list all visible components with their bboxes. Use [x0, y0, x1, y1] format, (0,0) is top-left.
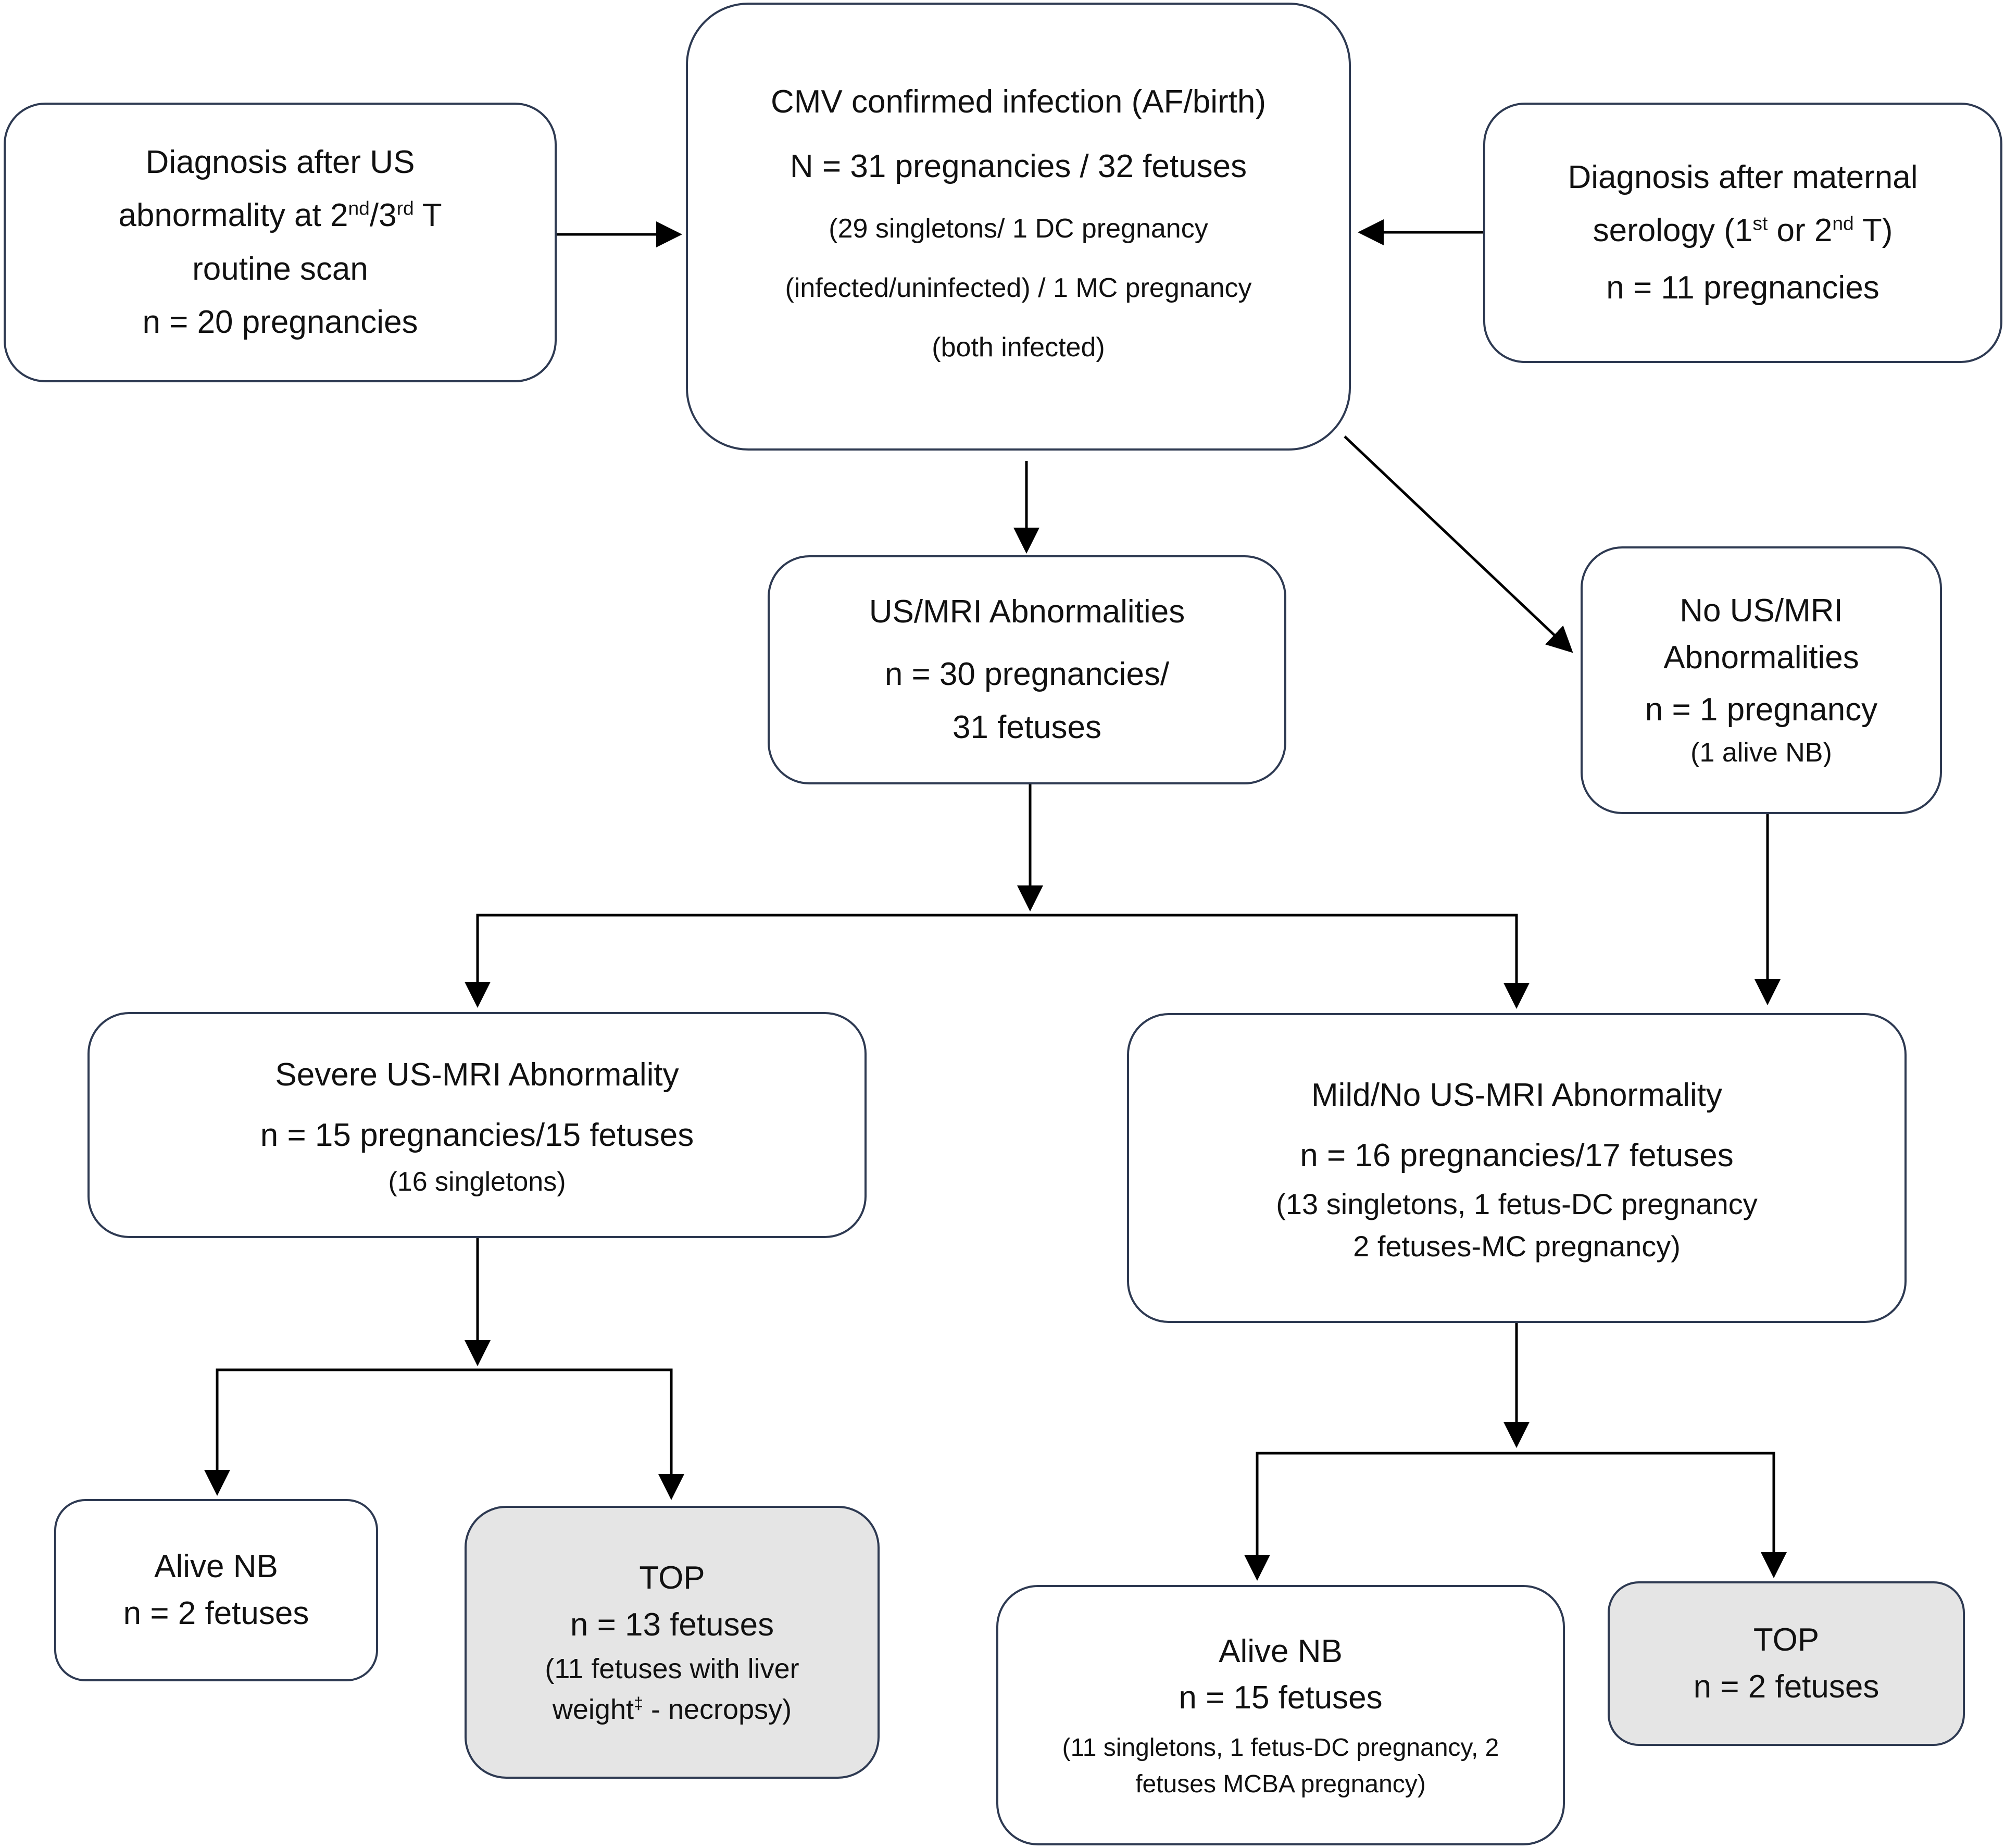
us-mri-abnormalities-count-2: 31 fetuses: [952, 709, 1102, 746]
mild-detail-1: (13 singletons, 1 fetus-DC pregnancy: [1276, 1187, 1758, 1220]
alive-nb-right-box: Alive NB n = 15 fetuses (11 singletons, …: [996, 1585, 1565, 1845]
alive-nb-left-count: n = 2 fetuses: [123, 1595, 309, 1631]
mild-abnormality-box: Mild/No US-MRI Abnormality n = 16 pregna…: [1127, 1013, 1907, 1323]
severe-count: n = 15 pregnancies/15 fetuses: [260, 1117, 694, 1154]
alive-nb-right-count: n = 15 fetuses: [1179, 1680, 1383, 1716]
diagnosis-serology-line1: Diagnosis after maternal: [1568, 159, 1918, 195]
top-right-count: n = 2 fetuses: [1693, 1669, 1879, 1705]
alive-nb-right-detail-1: (11 singletons, 1 fetus-DC pregnancy, 2: [1062, 1734, 1499, 1762]
cmv-title: CMV confirmed infection (AF/birth): [771, 84, 1266, 120]
severe-abnormality-box: Severe US-MRI Abnormality n = 15 pregnan…: [87, 1012, 867, 1238]
no-abnormalities-line2: Abnormalities: [1663, 640, 1859, 676]
mild-count: n = 16 pregnancies/17 fetuses: [1300, 1138, 1734, 1174]
diagnosis-us-line3: routine scan: [192, 251, 368, 287]
cmv-detail-2: (infected/uninfected) / 1 MC pregnancy: [785, 273, 1252, 304]
diagnosis-serology-line2: serology (1st or 2nd T): [1593, 212, 1893, 248]
top-left-detail-2: weight‡ - necropsy): [552, 1693, 792, 1725]
us-mri-abnormalities-count-1: n = 30 pregnancies/: [884, 656, 1170, 692]
no-abnormalities-count: n = 1 pregnancy: [1645, 692, 1878, 728]
diagnosis-us-box: Diagnosis after US abnormality at 2nd/3r…: [4, 103, 557, 382]
alive-nb-left-box: Alive NB n = 2 fetuses: [54, 1499, 378, 1681]
severe-title: Severe US-MRI Abnormality: [275, 1057, 679, 1093]
us-mri-abnormalities-title: US/MRI Abnormalities: [869, 593, 1185, 630]
top-left-box: TOP n = 13 fetuses (11 fetuses with live…: [465, 1506, 880, 1779]
split-line-mild: [1256, 1452, 1775, 1469]
diagnosis-us-line1: Diagnosis after US: [145, 144, 415, 180]
mild-detail-2: 2 fetuses-MC pregnancy): [1353, 1229, 1681, 1263]
split-line-severe: [216, 1368, 673, 1385]
mild-title: Mild/No US-MRI Abnormality: [1311, 1077, 1722, 1114]
diagnosis-serology-box: Diagnosis after maternal serology (1st o…: [1483, 103, 2002, 363]
top-left-count: n = 13 fetuses: [570, 1606, 774, 1643]
diagnosis-serology-count: n = 11 pregnancies: [1606, 270, 1879, 306]
top-left-title: TOP: [639, 1559, 705, 1596]
no-abnormalities-box: No US/MRI Abnormalities n = 1 pregnancy …: [1581, 546, 1942, 814]
cmv-detail-1: (29 singletons/ 1 DC pregnancy: [829, 213, 1208, 244]
cmv-confirmed-box: CMV confirmed infection (AF/birth) N = 3…: [686, 3, 1351, 451]
cmv-detail-3: (both infected): [932, 332, 1105, 363]
alive-nb-left-title: Alive NB: [154, 1549, 278, 1585]
no-abnormalities-detail: (1 alive NB): [1690, 738, 1832, 768]
arrow-cmv-to-no-abnormalities: [1344, 435, 1573, 653]
severe-detail: (16 singletons): [388, 1166, 566, 1197]
alive-nb-right-title: Alive NB: [1219, 1633, 1343, 1669]
us-mri-abnormalities-box: US/MRI Abnormalities n = 30 pregnancies/…: [768, 555, 1286, 784]
split-line-abnormalities: [476, 914, 1518, 932]
cmv-count: N = 31 pregnancies / 32 fetuses: [790, 148, 1247, 185]
no-abnormalities-line1: No US/MRI: [1680, 593, 1843, 629]
top-left-detail-1: (11 fetuses with liver: [545, 1653, 799, 1684]
top-right-box: TOP n = 2 fetuses: [1608, 1581, 1965, 1746]
diagnosis-us-line2: abnormality at 2nd/3rd T: [118, 197, 442, 234]
diagnosis-us-count: n = 20 pregnancies: [142, 304, 418, 340]
top-right-title: TOP: [1753, 1622, 1820, 1658]
alive-nb-right-detail-2: fetuses MCBA pregnancy): [1135, 1770, 1426, 1798]
